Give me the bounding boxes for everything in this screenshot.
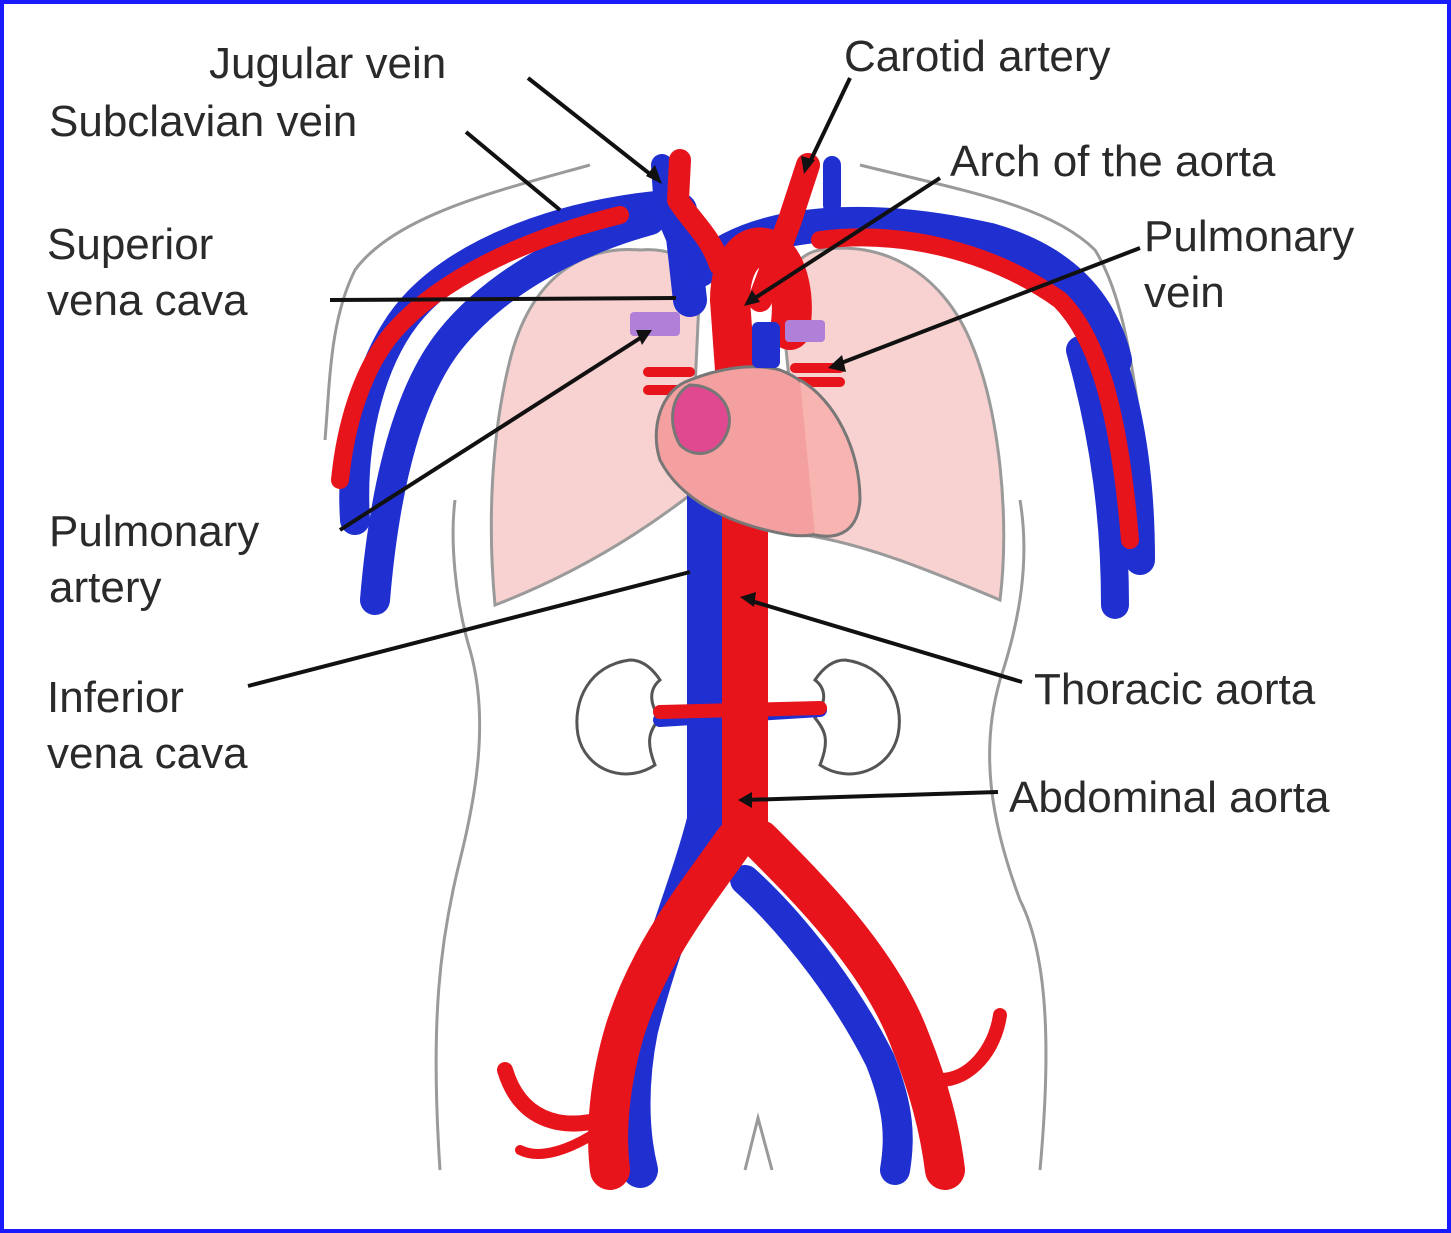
crotch-outline [745,1118,772,1170]
label-pulmonary-vein-line1: Pulmonary [1144,209,1354,265]
thoracic-leader [748,600,1022,682]
jugular-leader [528,78,655,178]
label-carotid-artery: Carotid artery [844,29,1111,85]
label-inferior-vena-cava-line1: Inferior [47,670,184,726]
label-pulmonary-artery-line1: Pulmonary [49,504,259,560]
left-side-outline [436,500,480,1170]
label-pulmonary-artery-line2: artery [49,560,161,616]
label-inferior-vena-cava-line2: vena cava [47,726,248,782]
label-pulmonary-vein-line2: vein [1144,265,1225,321]
renal-artery [660,708,820,712]
right-pulmonary-artery-stub [785,320,825,342]
pulmonary-vein-trunk [752,322,780,368]
right-femoral-branch [940,1015,1000,1080]
right-kidney [815,660,899,774]
label-superior-vena-cava-line1: Superior [47,217,213,273]
label-thoracic-aorta: Thoracic aorta [1034,662,1315,718]
left-femoral-branch [505,1070,600,1123]
label-abdominal-aorta: Abdominal aorta [1009,770,1329,826]
abdominal-leader [745,792,998,800]
label-jugular-vein: Jugular vein [209,36,446,92]
carotid-leader [808,78,850,166]
superior-vena-cava-leader [330,298,676,300]
label-arch-of-aorta: Arch of the aorta [950,134,1275,190]
left-femoral-small [520,1130,600,1154]
label-superior-vena-cava-line2: vena cava [47,273,248,329]
left-kidney [577,660,660,774]
label-subclavian-vein: Subclavian vein [49,94,357,150]
